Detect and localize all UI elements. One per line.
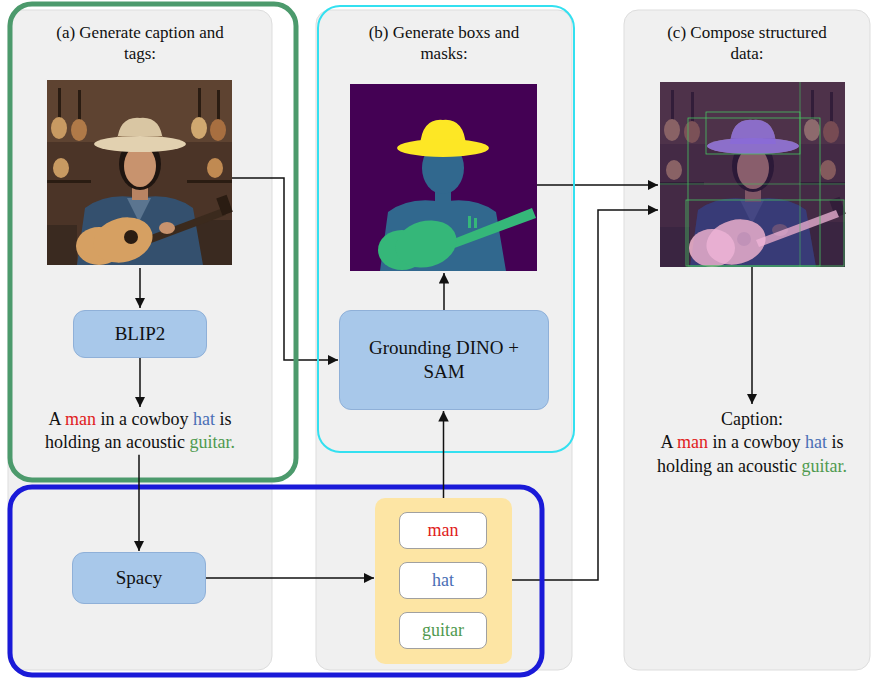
caption-word: hat bbox=[805, 432, 832, 452]
model-box: Grounding DINO + SAM bbox=[339, 310, 549, 410]
caption-word: acoustic bbox=[126, 432, 189, 452]
caption-word: Caption: bbox=[652, 408, 852, 431]
box-label: BLIP2 bbox=[115, 322, 166, 346]
panel-heading: (b) Generate boxs and masks: bbox=[349, 22, 539, 65]
caption-word: hat bbox=[193, 409, 220, 429]
flow-arrows bbox=[140, 178, 752, 580]
caption-label: A man in a cowboy hat is holding an acou… bbox=[32, 408, 248, 455]
tag-group: man hat guitar bbox=[375, 498, 512, 664]
box-label: Spacy bbox=[116, 566, 162, 590]
panel-heading: (c) Compose structured data: bbox=[652, 22, 842, 65]
tag-box: guitar bbox=[399, 612, 487, 649]
tag-label: man bbox=[428, 520, 459, 541]
caption-label: Caption: A man in a cowboy hat is holdin… bbox=[652, 408, 852, 478]
highlight-outline bbox=[10, 4, 296, 480]
stage-panel: (b) Generate boxs and masks: Grounding DI… bbox=[316, 10, 572, 670]
tag-box: man bbox=[399, 512, 487, 549]
caption-word: an bbox=[105, 432, 127, 452]
caption-word: holding bbox=[45, 432, 105, 452]
caption-word: an bbox=[717, 456, 739, 476]
caption-word: holding bbox=[657, 456, 717, 476]
caption-word: man bbox=[677, 432, 713, 452]
mask-image bbox=[350, 84, 537, 274]
flow-arrow bbox=[443, 411, 445, 498]
panel-ground bbox=[316, 10, 572, 670]
caption-word: A bbox=[48, 409, 65, 429]
caption-word: a bbox=[119, 409, 132, 429]
panel-ground bbox=[8, 10, 272, 670]
panel-heading: (a) Generate caption and tags: bbox=[45, 22, 235, 65]
stage-panel: (a) Generate caption and tags:BLIP2A man… bbox=[8, 10, 272, 670]
flow-arrow bbox=[139, 358, 141, 407]
model-box: BLIP2 bbox=[73, 310, 207, 358]
highlight-outline bbox=[10, 487, 542, 675]
tag-box: hat bbox=[399, 562, 487, 599]
caption-word: a bbox=[731, 432, 744, 452]
box-label: Grounding DINO + SAM bbox=[348, 336, 540, 384]
stage-panel: (c) Compose structured data: Caption: A m… bbox=[624, 10, 870, 670]
flow-arrow bbox=[206, 577, 374, 579]
panel-ground bbox=[624, 10, 870, 670]
illustrations bbox=[10, 4, 846, 675]
caption-word: is bbox=[832, 432, 844, 452]
tag-label: guitar bbox=[422, 620, 464, 641]
model-box: Spacy bbox=[72, 552, 206, 604]
caption-word: cowboy bbox=[132, 409, 194, 429]
flow-arrow bbox=[138, 455, 140, 551]
caption-word: man bbox=[65, 409, 101, 429]
tag-label: hat bbox=[432, 570, 454, 591]
highlight-outline bbox=[318, 6, 574, 452]
caption-word: in bbox=[712, 432, 731, 452]
caption-word: cowboy bbox=[744, 432, 806, 452]
caption-word: guitar. bbox=[802, 456, 848, 476]
caption-word: guitar. bbox=[190, 432, 236, 452]
caption-word: in bbox=[100, 409, 119, 429]
caption-word: A bbox=[660, 432, 677, 452]
caption-word: is bbox=[220, 409, 232, 429]
caption-text: A man in a cowboy hat is holding an acou… bbox=[32, 408, 248, 455]
composite-image bbox=[660, 82, 846, 271]
caption-text: Caption: A man in a cowboy hat is holdin… bbox=[652, 408, 852, 478]
input-photo bbox=[47, 80, 233, 269]
caption-word: acoustic bbox=[738, 456, 801, 476]
